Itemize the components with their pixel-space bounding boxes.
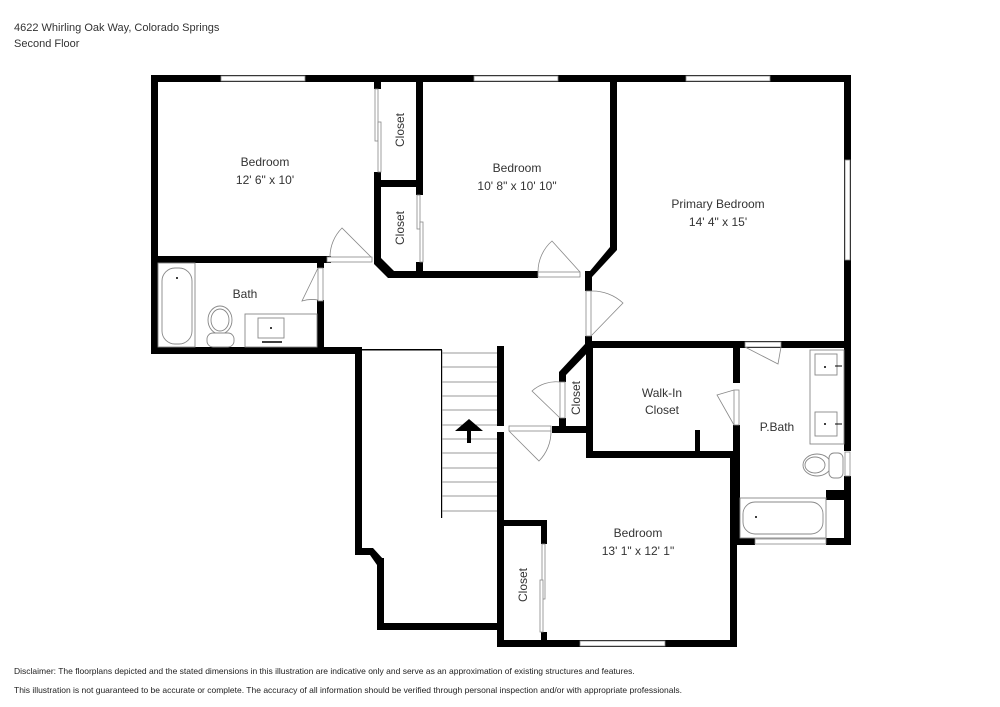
room-label-closet-hall: Closet xyxy=(569,380,583,415)
room-dimensions: 14' 4" x 15' xyxy=(689,215,747,229)
staircase xyxy=(442,352,497,512)
room-label-walk-in-closet: Walk-In Closet xyxy=(642,386,682,417)
plan-header: 4622 Whirling Oak Way, Colorado Springs … xyxy=(14,20,219,52)
room-name: Bedroom xyxy=(241,155,290,169)
room-name: Bedroom xyxy=(614,526,663,540)
room-name-line2: Closet xyxy=(645,403,680,417)
room-label-closet-upper: Closet xyxy=(393,112,407,147)
room-dimensions: 10' 8" x 10' 10" xyxy=(477,179,556,193)
arrow-up-icon xyxy=(455,419,483,443)
windows xyxy=(220,75,851,647)
disclaimer-line-1: Disclaimer: The floorplans depicted and … xyxy=(14,666,635,676)
room-label-primary-bedroom: Primary Bedroom 14' 4" x 15' xyxy=(671,197,764,229)
room-label-bedroom-s: Bedroom 13' 1" x 12' 1" xyxy=(602,526,674,558)
disclaimer-line-2: This illustration is not guaranteed to b… xyxy=(14,685,682,695)
room-name-line1: Walk-In xyxy=(642,386,682,400)
bath-fixtures xyxy=(157,262,318,348)
room-label-bath: Bath xyxy=(233,287,258,301)
room-label-bedroom-nw: Bedroom 12' 6" x 10' xyxy=(236,155,294,187)
room-name: Bedroom xyxy=(493,161,542,175)
room-dimensions: 13' 1" x 12' 1" xyxy=(602,544,674,558)
room-dimensions: 12' 6" x 10' xyxy=(236,173,294,187)
room-label-bedroom-n: Bedroom 10' 8" x 10' 10" xyxy=(477,161,556,193)
property-address: 4622 Whirling Oak Way, Colorado Springs xyxy=(14,22,220,34)
primary-bath-fixtures xyxy=(739,349,845,539)
room-label-primary-bath: P.Bath xyxy=(760,420,794,434)
disclaimer: Disclaimer: The floorplans depicted and … xyxy=(14,662,682,700)
floor-label: Second Floor xyxy=(14,38,80,50)
room-label-closet-bedroom-s: Closet xyxy=(516,567,530,602)
room-label-closet-lower: Closet xyxy=(393,210,407,245)
room-name: Primary Bedroom xyxy=(671,197,764,211)
doors xyxy=(301,88,782,633)
